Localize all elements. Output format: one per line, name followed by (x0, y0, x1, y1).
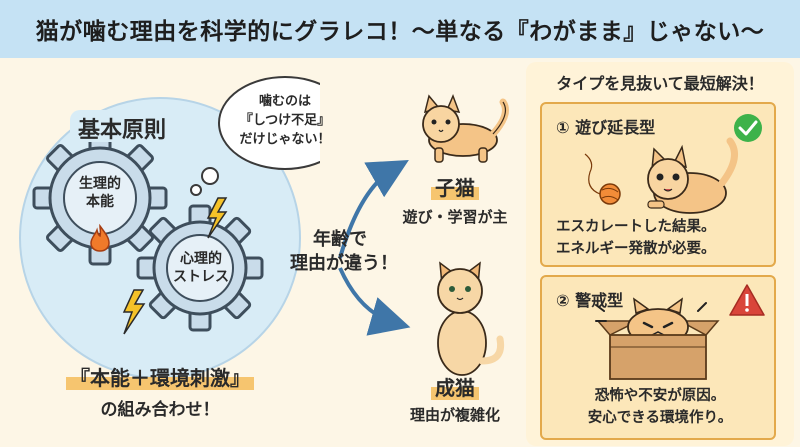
cat-with-ball-illustration (647, 137, 738, 214)
yarn-ball-icon (584, 153, 621, 205)
arrow-to-kitten (338, 160, 409, 259)
age-label-line: 年齢で (313, 229, 367, 250)
bubble-line: 噛むのは (258, 94, 311, 109)
age-label: 年齢で 理由が違う！ (290, 228, 398, 276)
types-heading: タイプを見抜いて最短解決！ (556, 74, 764, 93)
gear-label-physiological: 生理的 本能 (70, 175, 130, 211)
bubble-text: 噛むのは 『しつけ不足』 だけじゃない！ (225, 92, 345, 149)
principle-heading: 基本原則 (78, 118, 167, 143)
bubble-line: 『しつけ不足』 (239, 113, 331, 128)
adult-cat-illustration (437, 261, 505, 376)
gear-label-line: ストレス (173, 269, 229, 285)
type1-desc-line: エスカレートした結果。 (556, 219, 716, 235)
thought-bubble (190, 76, 320, 196)
type2-desc-line: 恐怖や不安が原因。 (594, 388, 726, 404)
type2-illustration (595, 284, 765, 380)
gear-label-line: 生理的 (79, 176, 121, 192)
bubble-line: だけじゃない！ (239, 132, 331, 147)
kitten-illustration (422, 93, 509, 163)
left-illustration (19, 76, 320, 379)
adult-desc: 理由が複雑化 (409, 406, 500, 424)
gear-physiological (32, 130, 168, 266)
lightning-icon (122, 289, 146, 335)
arrow-to-adult (338, 267, 411, 336)
type1-illustration (584, 114, 762, 214)
type1-title: ① 遊び延長型 (556, 118, 656, 137)
gear-label-psychological: 心理的 ストレス (165, 250, 237, 286)
title-bar: 猫が噛む理由を科学的にグラレコ！〜単なる『わがまま』じゃない〜 (0, 0, 800, 58)
type1-desc: エスカレートした結果。 エネルギー発散が必要。 (556, 216, 716, 260)
kitten-title: 子猫 (400, 172, 510, 201)
age-label-line: 理由が違う！ (290, 253, 398, 274)
type2-title: ② 警戒型 (556, 291, 624, 310)
gear-psychological (136, 204, 264, 332)
summary-sub: の組み合わせ！ (100, 400, 220, 420)
page-title: 猫が噛む理由を科学的にグラレコ！〜単なる『わがまま』じゃない〜 (35, 19, 765, 45)
kitten-desc: 遊び・学習が主 (402, 208, 508, 226)
check-icon (734, 114, 762, 142)
middle-illustration (338, 93, 509, 376)
type1-desc-line: エネルギー発散が必要。 (556, 241, 716, 257)
warning-icon (729, 284, 765, 316)
adult-title-text: 成猫 (431, 376, 479, 400)
gear-label-line: 心理的 (180, 251, 222, 267)
type2-desc-line: 安心できる環境作り。 (587, 410, 733, 426)
gear-label-line: 本能 (86, 194, 114, 210)
summary-highlight: 『本能＋環境刺激』 (40, 362, 280, 391)
lightning-icon (206, 197, 228, 239)
type2-desc: 恐怖や不安が原因。 安心できる環境作り。 (570, 385, 750, 429)
fire-icon (90, 223, 110, 252)
cat-in-box-illustration (596, 297, 720, 380)
kitten-title-text: 子猫 (431, 176, 479, 200)
adult-title: 成猫 (400, 372, 510, 401)
summary-highlight-text: 『本能＋環境刺激』 (66, 366, 254, 390)
tension-lines-icon (595, 302, 707, 322)
